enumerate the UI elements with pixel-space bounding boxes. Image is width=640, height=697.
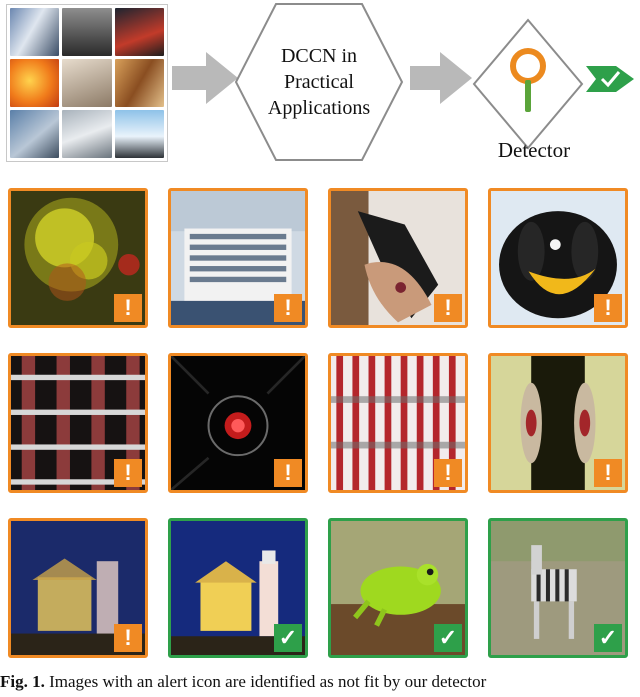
check-badge: ✓ [594,624,622,652]
image-tile-plant: ! [8,188,148,328]
detector-diamond [472,18,584,150]
mosaic-thumb [114,59,164,107]
image-tile-stripes: ! [328,353,468,493]
image-tile-zebra: ✓ [488,518,628,658]
image-tile-ship: ! [168,188,308,328]
mosaic-thumb [62,8,112,56]
mosaic-thumb [62,110,112,158]
image-tile-pumpkin: ! [488,188,628,328]
checkmark-arrow-icon [586,66,634,92]
mosaic-thumb [10,8,60,56]
figure-caption: Fig. 1. Images with an alert icon are id… [0,672,640,692]
alert-badge: ! [114,624,142,652]
zebra-image [491,521,625,655]
input-image-mosaic [6,4,168,162]
image-tile-grid-pattern: ! [8,353,148,493]
check-badge: ✓ [434,624,462,652]
image-tile-lighthouse: ✓ [168,518,308,658]
mosaic-thumb [114,110,164,158]
red-dot-pattern-image [171,356,305,490]
alert-badge: ! [114,459,142,487]
mosaic-thumb [10,59,60,107]
pistol-image [331,191,465,325]
alert-badge: ! [434,294,462,322]
arrow-right-icon [410,52,472,104]
alert-badge: ! [274,294,302,322]
pipeline-diagram: DCCN in Practical Applications Detector [0,0,640,180]
image-tile-red-dot: ! [168,353,308,493]
figure-number: Fig. 1. [0,672,45,691]
arrow-right-icon [172,52,238,104]
mosaic-thumb [114,8,164,56]
alert-badge: ! [114,294,142,322]
alert-badge: ! [594,294,622,322]
mosaic-thumb [10,110,60,158]
image-tile-pistol: ! [328,188,468,328]
alert-badge: ! [434,459,462,487]
image-tile-blurry-lighthouse: ! [8,518,148,658]
dccn-stage-label: DCCN in Practical Applications [267,45,371,119]
mosaic-thumb [62,59,112,107]
detector-label: Detector [497,138,571,162]
image-tile-eye-pattern: ! [488,353,628,493]
alert-badge: ! [594,459,622,487]
blurry-lighthouse-image [11,521,145,655]
green-frog-image [331,521,465,655]
hexagon-shape [234,3,404,161]
alert-badge: ! [274,459,302,487]
figure-caption-text: Images with an alert icon are identified… [44,672,487,691]
lighthouse-image [171,521,305,655]
check-badge: ✓ [274,624,302,652]
magnifier-icon [510,48,546,112]
dccn-stage: DCCN in Practical Applications [234,2,404,162]
image-tile-frog: ✓ [328,518,468,658]
cruise-ship-image [171,191,305,325]
